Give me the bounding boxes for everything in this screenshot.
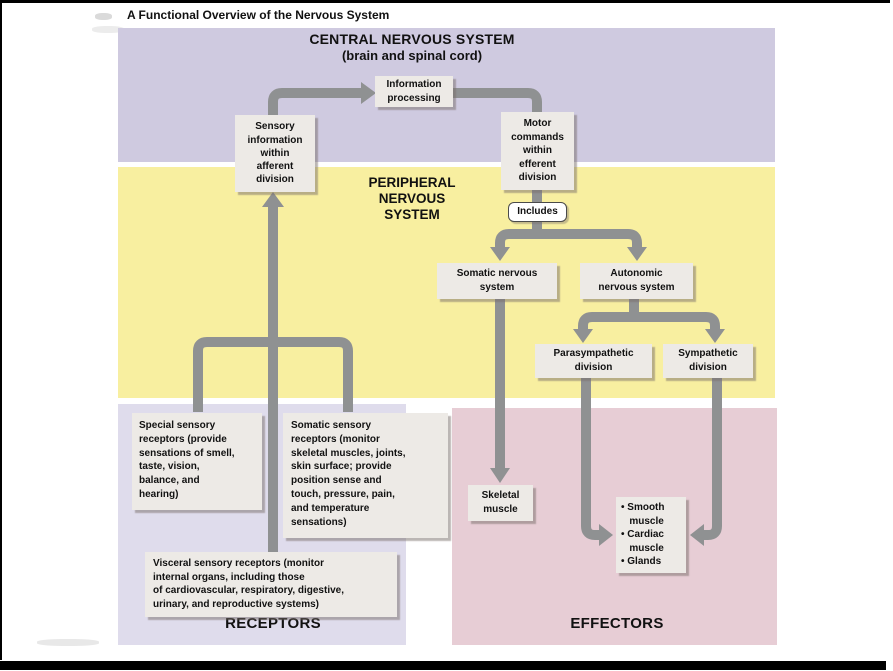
arrow-processing-to-motor [452, 88, 542, 118]
pns-heading: PERIPHERAL NERVOUS SYSTEM [368, 175, 456, 222]
arrowhead-down-somatic [490, 247, 510, 261]
region-effectors [452, 408, 777, 645]
arrow-split-somatic-autonomic [495, 229, 642, 249]
arrow-symp-to-effectors [703, 375, 722, 540]
arrowhead-down-skeletal [490, 468, 510, 483]
scan-smudge [92, 26, 124, 33]
figure-title: A Functional Overview of the Nervous Sys… [127, 8, 390, 22]
node-sensory-afferent: Sensory information within afferent divi… [235, 115, 315, 192]
node-special-sensory-receptors: Special sensory receptors (provide sensa… [132, 413, 262, 510]
arrow-para-to-effectors [581, 375, 600, 540]
node-somatic-sensory-receptors: Somatic sensory receptors (monitor skele… [283, 413, 448, 538]
node-autonomic-nervous-system: Autonomic nervous system [580, 263, 693, 299]
arrowhead-down-autonomic [627, 247, 647, 261]
scan-smudge [37, 639, 99, 646]
cns-heading: CENTRAL NERVOUS SYSTEM [309, 31, 515, 47]
scan-smudge [95, 13, 112, 20]
frame-left-border [0, 0, 2, 660]
arrowhead-up-afferent [262, 192, 284, 207]
receptors-heading: RECEPTORS [225, 615, 321, 632]
node-skeletal-muscle: Skeletal muscle [468, 485, 533, 521]
arrowhead-down-parasympathetic [573, 329, 593, 343]
node-motor-efferent: Motor commands within efferent division [501, 112, 574, 190]
arrowhead-right-effectors [599, 524, 613, 546]
effectors-heading: EFFECTORS [570, 615, 664, 632]
frame-bottom-border [0, 661, 886, 670]
arrowhead-right-processing [361, 82, 376, 104]
node-somatic-nervous-system: Somatic nervous system [437, 263, 557, 299]
node-parasympathetic-division: Parasympathetic division [535, 344, 652, 378]
arrow-split-para-symp [578, 312, 720, 331]
frame-top-border [0, 0, 890, 3]
arrow-afferent-to-processing [268, 88, 362, 118]
node-includes: Includes [508, 202, 567, 222]
arrowhead-down-sympathetic [705, 329, 725, 343]
node-sympathetic-division: Sympathetic division [663, 344, 753, 378]
arrowhead-left-effectors [690, 524, 704, 546]
node-visceral-sensory-receptors: Visceral sensory receptors (monitor inte… [145, 552, 397, 617]
cns-subtitle: (brain and spinal cord) [341, 48, 483, 63]
node-effector-targets: • Smooth muscle • Cardiac muscle • Gland… [616, 497, 686, 573]
node-information-processing: Information processing [375, 76, 453, 107]
